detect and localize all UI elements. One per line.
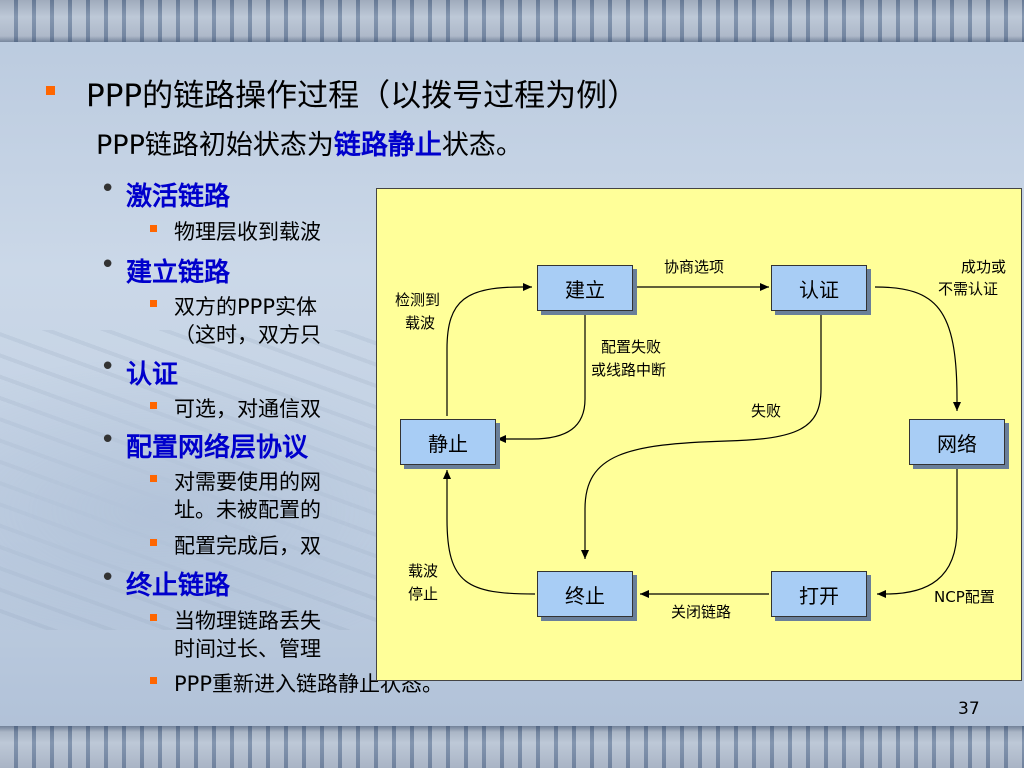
top-decorative-band bbox=[0, 0, 1024, 42]
sub-bullet: 双方的PPP实体 bbox=[150, 291, 317, 321]
sub-bullet: 配置完成后，双 bbox=[150, 530, 321, 560]
arrow-authenticate-to-network bbox=[874, 286, 961, 411]
bullet-establish-link: • 建立链路 bbox=[100, 250, 231, 288]
arrow-authenticate-to-terminate bbox=[581, 313, 822, 559]
subtitle-emphasis: 链路静止 bbox=[333, 130, 442, 161]
label-carrier-stop-1: 载波 bbox=[408, 562, 439, 580]
label-config-fail-2: 或线路中断 bbox=[591, 361, 667, 379]
sub-bullet: 可选，对通信双 bbox=[150, 393, 321, 423]
sub-bullet-continuation: （这时，双方只 bbox=[174, 323, 321, 347]
bottom-decorative-band bbox=[0, 726, 1024, 768]
bullet-terminate-link: • 终止链路 bbox=[100, 563, 231, 601]
ppp-state-diagram: 建立 认证 静止 网络 终止 打开 协商选项 成功或 不需认证 检测到 载波 配… bbox=[376, 188, 1022, 681]
node-authenticate: 认证 bbox=[771, 265, 867, 311]
label-close-link: 关闭链路 bbox=[671, 603, 732, 621]
label-detect-1: 检测到 bbox=[395, 291, 441, 309]
diagram-arrows bbox=[443, 283, 961, 598]
slide-subtitle: PPP链路初始状态为链路静止状态。 bbox=[96, 130, 523, 161]
bullet-dot: • bbox=[100, 425, 116, 455]
sub-bullet-square bbox=[150, 225, 157, 232]
bullet-dot: • bbox=[100, 174, 116, 204]
slide-title: PPP的链路操作过程（以拨号过程为例） bbox=[46, 70, 638, 115]
node-dead: 静止 bbox=[400, 419, 496, 465]
label-detect-2: 载波 bbox=[405, 314, 436, 332]
arrow-establish-to-dead bbox=[497, 313, 586, 443]
bullet-authenticate: • 认证 bbox=[100, 352, 179, 390]
node-establish: 建立 bbox=[537, 265, 633, 311]
arrow-terminate-to-dead bbox=[443, 470, 536, 595]
sub-bullet-square bbox=[150, 677, 157, 684]
sub-bullet: 物理层收到载波 bbox=[150, 216, 321, 246]
sub-bullet-square bbox=[150, 539, 157, 546]
arrow-dead-to-establish bbox=[446, 283, 532, 416]
sub-bullet: 对需要使用的网 bbox=[150, 466, 321, 496]
label-negotiate: 协商选项 bbox=[664, 258, 725, 276]
sub-bullet-continuation: 时间过长、管理 bbox=[174, 637, 321, 661]
label-success-1: 成功或 bbox=[961, 258, 1007, 276]
bullet-configure-network: • 配置网络层协议 bbox=[100, 425, 309, 463]
label-fail: 失败 bbox=[751, 402, 782, 420]
node-network: 网络 bbox=[909, 419, 1005, 465]
sub-bullet-square bbox=[150, 475, 157, 482]
bullet-dot: • bbox=[100, 352, 116, 382]
label-carrier-stop-2: 停止 bbox=[408, 585, 439, 603]
label-config-fail-1: 配置失败 bbox=[601, 338, 662, 356]
label-ncp-config: NCP配置 bbox=[934, 588, 995, 606]
sub-bullet: 当物理链路丢失 bbox=[150, 605, 321, 635]
bullet-dot: • bbox=[100, 563, 116, 593]
sub-bullet-continuation: 址。未被配置的 bbox=[174, 498, 321, 522]
arrow-network-to-open bbox=[877, 465, 958, 598]
node-terminate: 终止 bbox=[537, 571, 633, 617]
label-success-2: 不需认证 bbox=[938, 280, 999, 298]
sub-bullet-square bbox=[150, 300, 157, 307]
title-bullet-square bbox=[46, 86, 55, 95]
node-open: 打开 bbox=[771, 571, 867, 617]
page-number: 37 bbox=[958, 699, 980, 719]
sub-bullet-square bbox=[150, 614, 157, 621]
sub-bullet-square bbox=[150, 402, 157, 409]
bullet-activate-link: • 激活链路 bbox=[100, 174, 231, 212]
bullet-dot: • bbox=[100, 250, 116, 280]
